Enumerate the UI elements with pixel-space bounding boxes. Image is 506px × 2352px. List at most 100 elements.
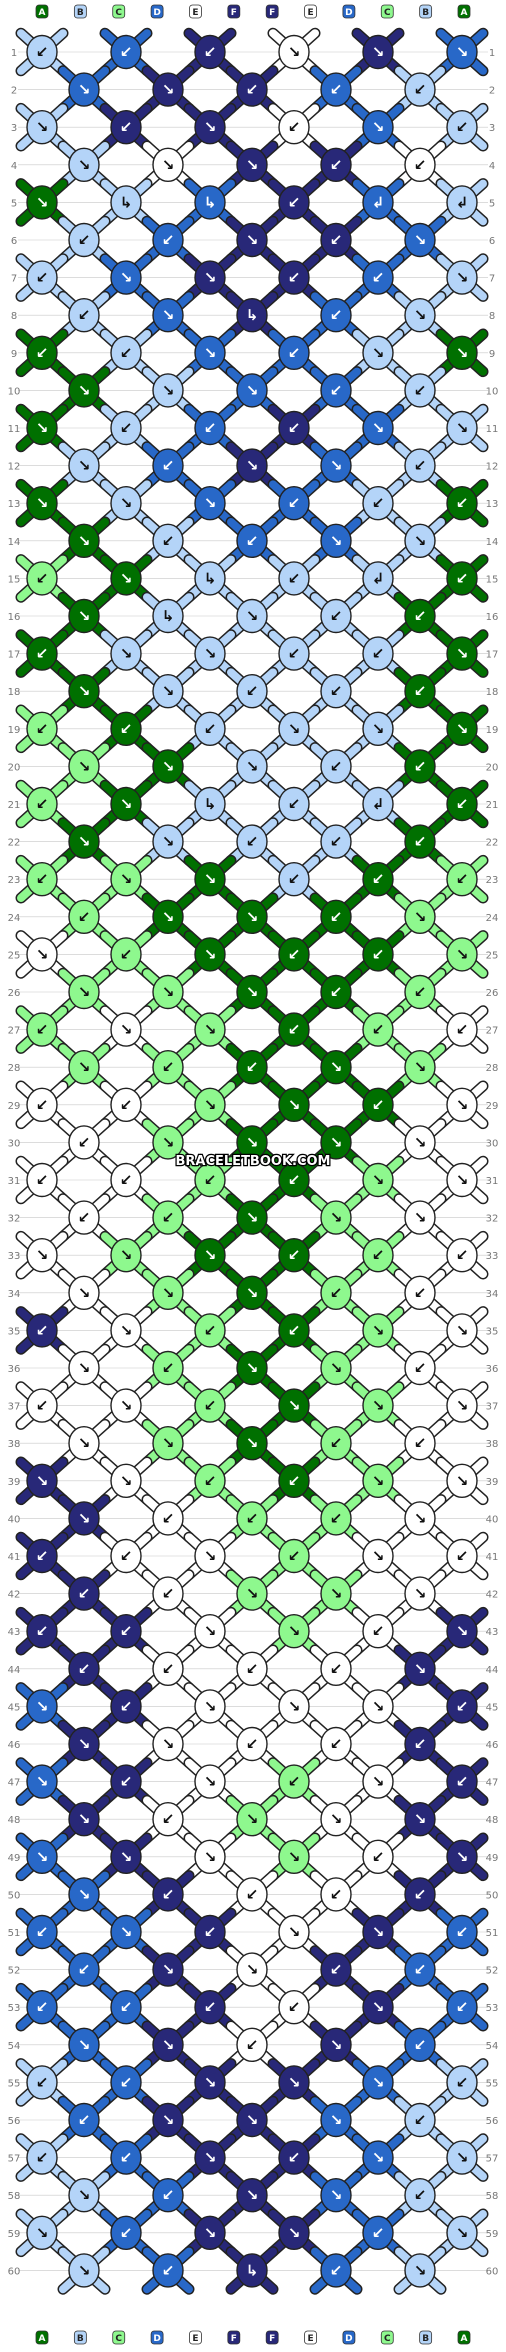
knot: ↘ bbox=[194, 1237, 226, 1273]
knot-direction-arrow-icon: ↘ bbox=[288, 1697, 301, 1715]
knot: ↘ bbox=[26, 486, 58, 521]
knot: ↘ bbox=[110, 636, 142, 671]
knot: ↙ bbox=[446, 2065, 478, 2100]
row-number-label: 50 bbox=[8, 1890, 21, 1901]
knot-direction-arrow-icon: ↘ bbox=[456, 43, 469, 61]
knot-direction-arrow-icon: ↙ bbox=[288, 344, 301, 362]
knot: ↙ bbox=[278, 109, 310, 145]
knot: ↘ bbox=[320, 2027, 352, 2063]
knot-direction-arrow-icon: ↙ bbox=[456, 494, 469, 512]
knot-direction-arrow-icon: ↘ bbox=[78, 1885, 91, 1903]
knot: ↘ bbox=[404, 298, 436, 333]
knot: ↘ bbox=[68, 598, 100, 634]
knot-direction-arrow-icon: ↙ bbox=[288, 1021, 301, 1039]
knot-direction-arrow-icon: ↘ bbox=[246, 1133, 259, 1151]
knot-direction-arrow-icon: ↘ bbox=[36, 945, 49, 963]
knot-direction-arrow-icon: ↙ bbox=[162, 231, 175, 249]
knot-direction-arrow-icon: ↙ bbox=[162, 1509, 175, 1527]
knot-direction-arrow-icon: ↘ bbox=[120, 1246, 133, 1264]
knot: ↘ bbox=[446, 1087, 478, 1123]
knot: ↘ bbox=[236, 1200, 268, 1235]
knot-direction-arrow-icon: ↘ bbox=[120, 870, 133, 888]
knot: ↘ bbox=[152, 298, 184, 333]
knot-direction-arrow-icon: ↙ bbox=[456, 870, 469, 888]
knot: ↘ bbox=[110, 1313, 142, 1348]
knot-direction-arrow-icon: ↙ bbox=[36, 1547, 49, 1565]
knot: ↙ bbox=[320, 1275, 352, 1311]
knot: ↙ bbox=[362, 937, 394, 972]
knot: ↙ bbox=[68, 1952, 100, 1987]
row-number-label: 47 bbox=[8, 1778, 21, 1789]
knot: ↘ bbox=[110, 1914, 142, 1950]
knot: ↙ bbox=[446, 1689, 478, 1724]
strand-letter-label: B bbox=[422, 8, 429, 18]
knot-direction-arrow-icon: ↙ bbox=[78, 1133, 91, 1151]
knot-direction-arrow-icon: ↙ bbox=[162, 1885, 175, 1903]
knot: ↙ bbox=[404, 373, 436, 408]
row-number-label: 58 bbox=[8, 2191, 21, 2202]
knot-direction-arrow-icon: ↘ bbox=[36, 1246, 49, 1264]
knot: ↲ bbox=[362, 561, 394, 596]
knot: ↘ bbox=[68, 1049, 100, 1085]
knot: ↘ bbox=[152, 2102, 184, 2138]
knot: ↙ bbox=[446, 1989, 478, 2025]
row-number-label: 16 bbox=[8, 612, 21, 623]
knot-direction-arrow-icon: ↙ bbox=[36, 1998, 49, 2016]
knot: ↳ bbox=[194, 786, 226, 822]
knot: ↙ bbox=[320, 1651, 352, 1687]
knot-direction-arrow-icon: ↘ bbox=[78, 682, 91, 700]
knot: ↘ bbox=[194, 1689, 226, 1724]
knot-direction-arrow-icon: ↙ bbox=[330, 908, 343, 926]
knot: ↙ bbox=[152, 1049, 184, 1085]
knot-direction-arrow-icon: ↘ bbox=[288, 2073, 301, 2091]
knot-direction-arrow-icon: ↘ bbox=[456, 1472, 469, 1490]
row-number-label: 54 bbox=[486, 2041, 499, 2052]
row-number-label: 4 bbox=[489, 161, 495, 172]
row-number-label: 36 bbox=[8, 1364, 21, 1375]
knot: ↙ bbox=[26, 636, 58, 671]
knot-direction-arrow-icon: ↙ bbox=[456, 1998, 469, 2016]
strand-letter-label: D bbox=[153, 2334, 160, 2344]
knot: ↘ bbox=[278, 34, 310, 70]
knot-direction-arrow-icon: ↙ bbox=[204, 419, 217, 437]
knot: ↙ bbox=[26, 260, 58, 295]
knot: ↘ bbox=[404, 1125, 436, 1160]
knot-direction-arrow-icon: ↙ bbox=[414, 1434, 427, 1452]
knot-direction-arrow-icon: ↘ bbox=[456, 269, 469, 287]
knot-direction-arrow-icon: ↳ bbox=[162, 607, 175, 625]
knot-direction-arrow-icon: ↘ bbox=[372, 1171, 385, 1189]
knot-direction-arrow-icon: ↘ bbox=[372, 720, 385, 738]
knot: ↘ bbox=[320, 1049, 352, 1085]
knot: ↘ bbox=[152, 1275, 184, 1311]
knot: ↘ bbox=[320, 2177, 352, 2213]
knot: ↘ bbox=[362, 1538, 394, 1574]
knot: ↙ bbox=[68, 1200, 100, 1235]
knot-direction-arrow-icon: ↙ bbox=[288, 2149, 301, 2167]
knot: ↙ bbox=[278, 410, 310, 446]
row-number-label: 20 bbox=[486, 762, 499, 773]
knot-direction-arrow-icon: ↘ bbox=[330, 1810, 343, 1828]
knot-direction-arrow-icon: ↘ bbox=[456, 1397, 469, 1415]
knot-direction-arrow-icon: ↘ bbox=[162, 156, 175, 174]
knot-direction-arrow-icon: ↙ bbox=[330, 381, 343, 399]
knot-direction-arrow-icon: ↙ bbox=[414, 81, 427, 99]
knot: ↙ bbox=[26, 2065, 58, 2100]
knot-direction-arrow-icon: ↘ bbox=[36, 2224, 49, 2242]
knot: ↙ bbox=[320, 824, 352, 859]
knot-direction-arrow-icon: ↘ bbox=[78, 156, 91, 174]
knot-direction-arrow-icon: ↙ bbox=[246, 833, 259, 851]
knot: ↙ bbox=[362, 1237, 394, 1273]
row-number-label: 20 bbox=[8, 762, 21, 773]
knot-direction-arrow-icon: ↙ bbox=[414, 757, 427, 775]
knot-direction-arrow-icon: ↙ bbox=[78, 2111, 91, 2129]
knot-direction-arrow-icon: ↙ bbox=[372, 1246, 385, 1264]
knot-direction-arrow-icon: ↘ bbox=[162, 908, 175, 926]
knot-direction-arrow-icon: ↘ bbox=[456, 1171, 469, 1189]
knot: ↙ bbox=[236, 1877, 268, 1912]
knot: ↙ bbox=[236, 523, 268, 558]
knot-direction-arrow-icon: ↙ bbox=[288, 645, 301, 663]
knot: ↘ bbox=[320, 1801, 352, 1837]
knot: ↘ bbox=[236, 974, 268, 1010]
row-number-label: 1 bbox=[489, 48, 495, 59]
row-number-label: 6 bbox=[489, 236, 495, 247]
